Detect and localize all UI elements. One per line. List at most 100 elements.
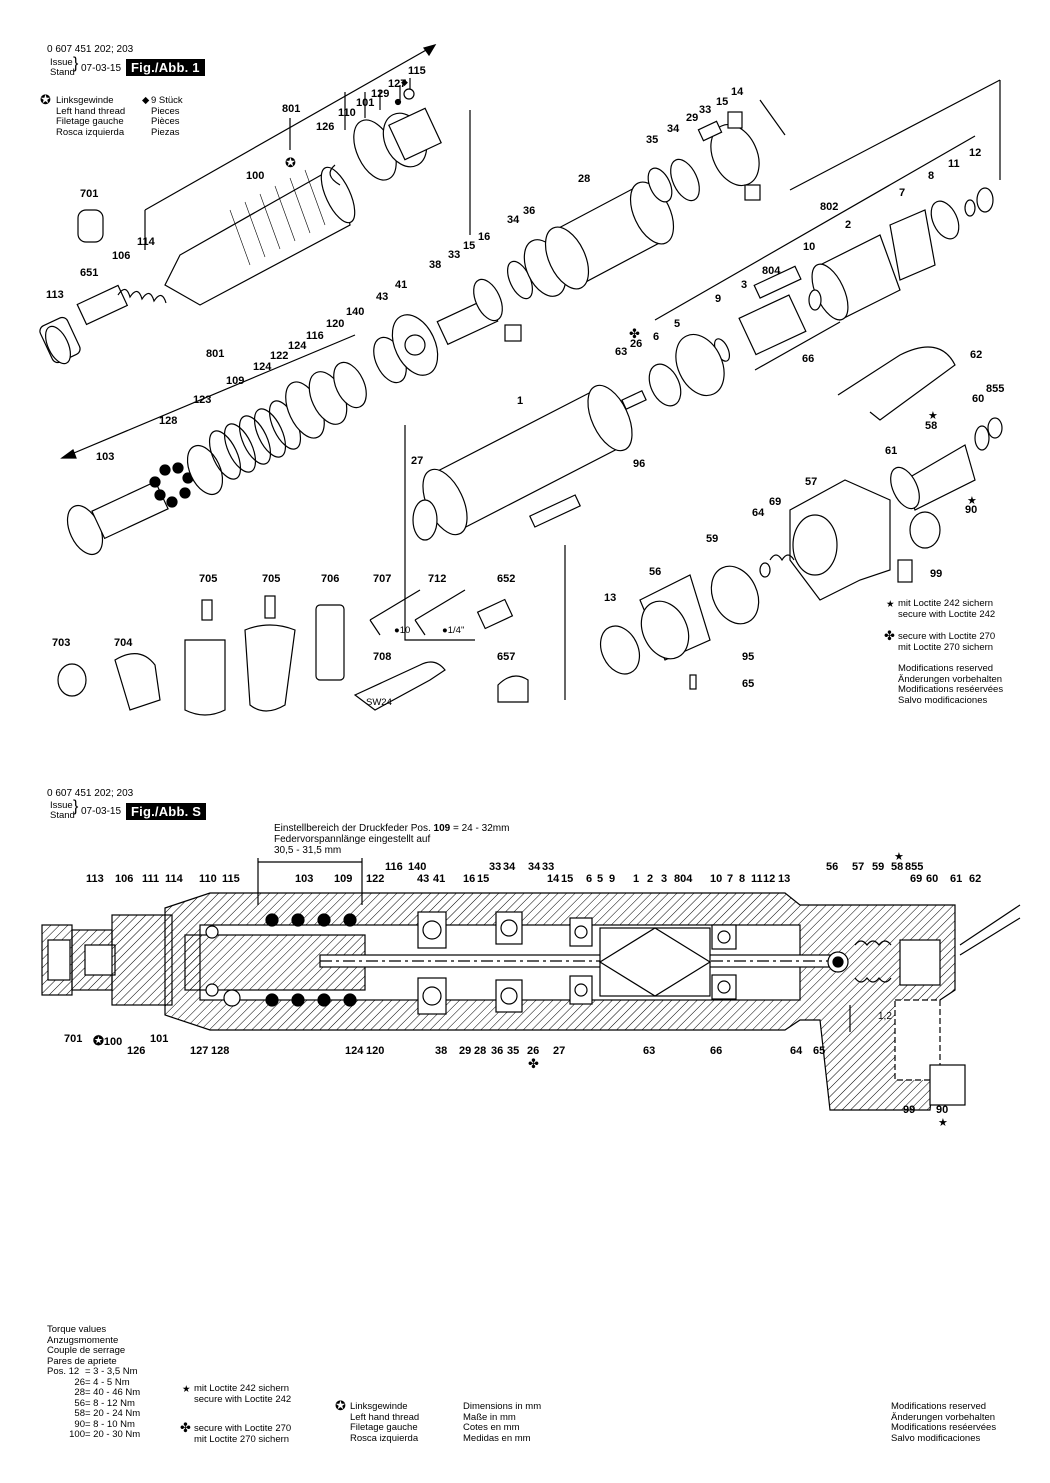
torque-row: 90= 8 - 10 Nm: [74, 1418, 135, 1430]
section-label: 1: [633, 873, 640, 885]
brace-glyph: }: [73, 55, 79, 72]
part-label: 705: [262, 573, 281, 585]
section-label: 15: [561, 873, 574, 885]
star-icon: ★: [182, 1384, 191, 1395]
footer-left-thread: ✪ Linksgewinde Left hand thread Filetage…: [335, 1398, 420, 1444]
part-label: 1: [517, 395, 524, 407]
part-label: 123: [193, 394, 212, 406]
issue-date: 07-03-15: [81, 63, 122, 74]
section-label: 14: [547, 873, 560, 885]
section-label: 41: [433, 873, 446, 885]
fig-label: Fig./Abb. S: [126, 803, 207, 820]
section-label: 58: [891, 861, 904, 873]
legend-pieces: ◆ 9 Stück Pieces Pièces Piezas: [142, 95, 183, 138]
footer-loctite270: ✤ secure with Loctite 270 mit Loctite 27…: [180, 1420, 292, 1445]
section-label: 128: [211, 1045, 230, 1057]
torque-row: Pos. 12= 3 - 3,5 Nm: [47, 1366, 138, 1377]
part-label: 13: [604, 592, 617, 604]
star-icon: ★: [928, 410, 938, 422]
part-label: 8: [928, 170, 935, 182]
section-label: 66: [710, 1045, 723, 1057]
section-label: 62: [969, 873, 982, 885]
part-label: 96: [633, 458, 646, 470]
star-icon: ★: [967, 495, 977, 507]
part-label: 101: [356, 97, 375, 109]
brace-glyph: }: [73, 798, 79, 815]
section-label: 34: [503, 861, 516, 873]
part-label: 801: [282, 103, 301, 115]
section-label: 65: [813, 1045, 826, 1057]
part-label: 705: [199, 573, 218, 585]
part-label: 36: [523, 205, 536, 217]
part-label: 124: [288, 340, 307, 352]
dimension-label: 1,2: [878, 1011, 892, 1022]
part-label: 64: [752, 507, 765, 519]
issue-label: Issue: [50, 57, 73, 68]
part-label: 16: [478, 231, 491, 243]
part-label: 7: [899, 187, 906, 199]
section-label: ✪100: [93, 1033, 123, 1048]
section-label: 33: [542, 861, 555, 873]
part-label: 33: [699, 104, 712, 116]
section-label: 29: [459, 1045, 472, 1057]
clover-icon: ✤: [180, 1420, 191, 1435]
section-label: 855: [905, 861, 924, 873]
torque-row: 58= 20 - 24 Nm: [74, 1408, 141, 1419]
part-label: 804: [762, 265, 781, 277]
section-label: 124: [345, 1045, 364, 1057]
part-label: 26: [630, 338, 643, 350]
section-label: 38: [435, 1045, 448, 1057]
section-label: 109: [334, 873, 353, 885]
left-thread-icon: ✪: [40, 92, 51, 107]
part-label: 9: [715, 293, 722, 305]
section-label: 8: [739, 873, 746, 885]
part-label: 129: [371, 88, 390, 100]
part-label: 10: [803, 241, 816, 253]
part-label: 652: [497, 573, 516, 585]
torque-row: 56= 8 - 12 Nm: [74, 1397, 135, 1409]
part-label: 113: [46, 289, 64, 301]
section-label: 9: [609, 873, 616, 885]
part-label: 106: [112, 250, 131, 262]
part-label: 124: [253, 361, 272, 373]
part-label: 651: [80, 267, 99, 279]
part-label: 855: [986, 383, 1005, 395]
part-label: 63: [615, 346, 628, 358]
section-label: 122: [366, 873, 385, 885]
left-thread-icon: ✪: [335, 1398, 346, 1413]
sheet1-loctite242-note: ★ mit Loctite 242 sichern secure with Lo…: [886, 598, 996, 620]
section-label: 5: [597, 873, 604, 885]
part-label: 99: [930, 568, 943, 580]
section-label: 140: [408, 861, 427, 873]
diamond-icon: ◆: [401, 77, 408, 87]
section-label: 90: [936, 1104, 949, 1116]
section-label: 120: [366, 1045, 385, 1057]
part-label: 33: [448, 249, 461, 261]
part-label: 103: [96, 451, 115, 463]
section-label: 64: [790, 1045, 803, 1057]
spring-note: Einstellbereich der Druckfeder Pos. 109 …: [274, 823, 510, 856]
section-label: 2: [647, 873, 654, 885]
issue-label: Issue: [50, 800, 73, 811]
section-label: 3: [661, 873, 668, 885]
clover-icon: ✤: [528, 1056, 539, 1071]
section-label: 60: [926, 873, 939, 885]
section-label: 127: [190, 1045, 209, 1057]
part-label: 5: [674, 318, 681, 330]
part-label: 28: [578, 173, 591, 185]
left-thread-icon: ✪: [93, 1033, 104, 1048]
part-label: 69: [769, 496, 782, 508]
issue-date: 07-03-15: [81, 806, 122, 817]
part-label: 43: [376, 291, 389, 303]
section-label: 43: [417, 873, 430, 885]
part-label: 12: [969, 147, 982, 159]
section-label: 12: [763, 873, 776, 885]
torque-row: 28= 40 - 46 Nm: [74, 1387, 141, 1398]
part-label: 14: [731, 86, 744, 98]
part-label: 128: [159, 415, 178, 427]
section-label: 113: [86, 873, 104, 885]
part-label: 140: [346, 306, 365, 318]
section-label: 116: [385, 861, 403, 873]
